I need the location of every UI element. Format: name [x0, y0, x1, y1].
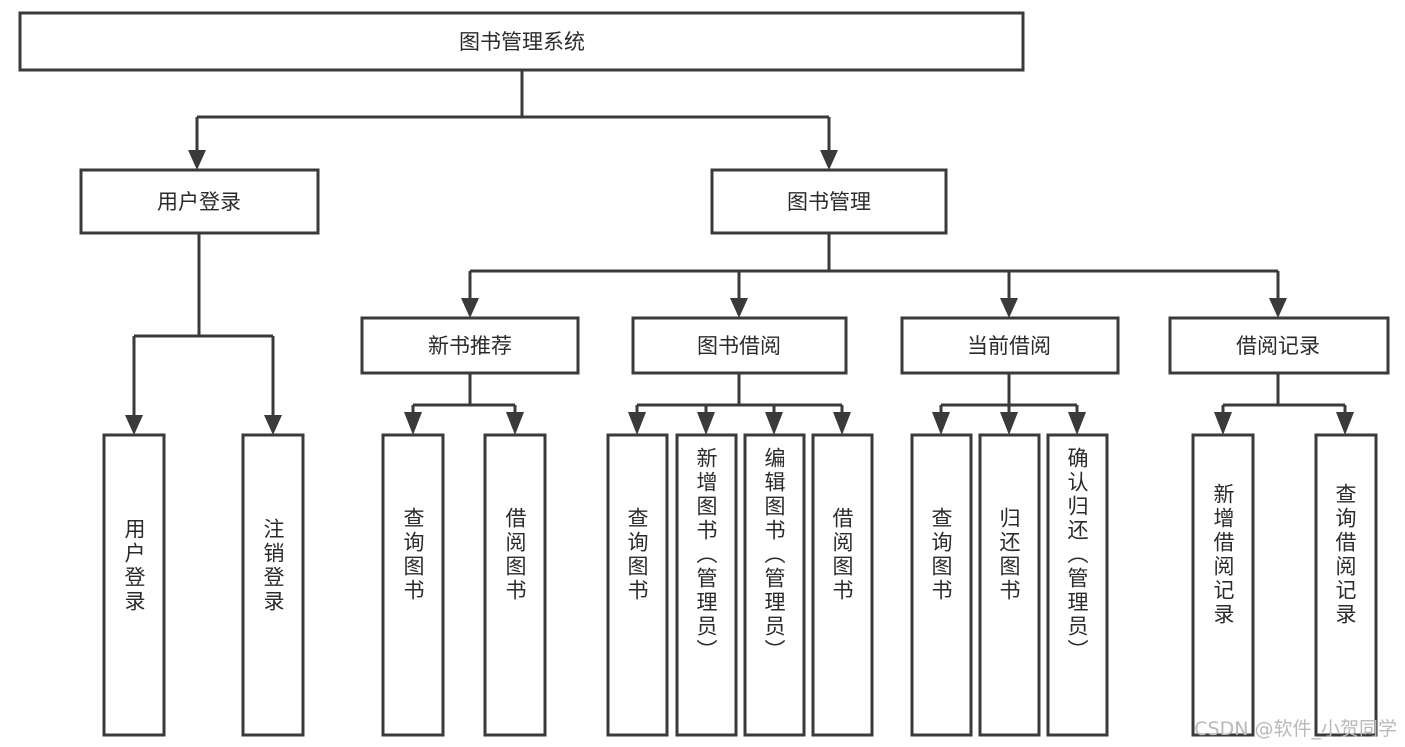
leaf-book-borrow-add-box[interactable]: [675, 433, 738, 737]
leaf-book-borrow-edit[interactable]: 编辑图书（管理员）: [743, 433, 806, 737]
node-user-login-box[interactable]: [79, 168, 320, 235]
node-root-label: 图书管理系统: [459, 30, 585, 54]
arrow-head-nb-leaf-1: [404, 412, 422, 435]
node-current-borrow-box[interactable]: [900, 316, 1120, 375]
leaf-book-borrow-borrow-box[interactable]: [811, 433, 874, 737]
node-book-manage-box[interactable]: [710, 168, 948, 235]
arrow-head-nb-leaf-2: [506, 412, 524, 435]
arrow-head-bb-leaf-3: [765, 412, 783, 435]
leaf-book-borrow-add-label: 新增图书（管理员）: [694, 447, 718, 663]
node-new-book-recommend-label: 新书推荐: [428, 334, 512, 358]
arrow-head-br-leaf-2: [1336, 412, 1354, 435]
leaf-user-login-logout-label: 注销登录: [261, 518, 285, 614]
leaf-book-borrow-borrow[interactable]: 借阅图书: [811, 433, 874, 737]
node-current-borrow-label: 当前借阅: [967, 334, 1051, 358]
arrow-head-new-book: [461, 298, 479, 318]
arrow-head-cb-leaf-1: [932, 412, 950, 435]
leaf-book-borrow-query[interactable]: 查询图书: [606, 433, 669, 737]
node-book-borrow[interactable]: 图书借阅: [631, 316, 848, 375]
leaf-current-borrow-query-label: 查询图书: [929, 507, 953, 603]
node-root[interactable]: 图书管理系统: [18, 11, 1025, 72]
leaf-book-borrow-query-box[interactable]: [606, 433, 669, 737]
node-new-book-recommend-box[interactable]: [360, 316, 580, 375]
leaf-book-borrow-add[interactable]: 新增图书（管理员）: [675, 433, 738, 737]
arrow-head-book-manage: [820, 150, 838, 170]
node-current-borrow[interactable]: 当前借阅: [900, 316, 1120, 375]
arrow-head-cb-leaf-3: [1068, 412, 1086, 435]
leaf-current-borrow-return-box[interactable]: [978, 433, 1041, 737]
leaf-current-borrow-query[interactable]: 查询图书: [910, 433, 973, 737]
node-user-login-label: 用户登录: [157, 190, 241, 214]
arrow-head-book-borrow: [730, 298, 748, 318]
arrow-head-leaf-user-login: [125, 415, 143, 435]
leaf-book-borrow-edit-box[interactable]: [743, 433, 806, 737]
connector-layer: [125, 70, 1354, 435]
node-root-box[interactable]: [18, 11, 1025, 72]
arrow-head-user-login: [188, 150, 206, 170]
leaf-new-book-query-box[interactable]: [381, 433, 445, 737]
leaf-new-book-query-label: 查询图书: [401, 507, 425, 603]
leaf-new-book-borrow-box[interactable]: [483, 433, 547, 737]
leaf-borrow-record-add-label: 新增借阅记录: [1211, 483, 1235, 627]
leaf-borrow-record-query-label: 查询借阅记录: [1333, 483, 1357, 627]
leaf-current-borrow-query-box[interactable]: [910, 433, 973, 737]
arrow-head-current-borrow: [1000, 298, 1018, 318]
leaf-current-borrow-return-label: 归还图书: [997, 507, 1021, 603]
node-book-borrow-box[interactable]: [631, 316, 848, 375]
leaf-borrow-record-query-box[interactable]: [1314, 433, 1378, 737]
node-book-manage-label: 图书管理: [787, 190, 871, 214]
leaf-book-borrow-query-label: 查询图书: [625, 507, 649, 603]
node-new-book-recommend[interactable]: 新书推荐: [360, 316, 580, 375]
leaf-current-borrow-return[interactable]: 归还图书: [978, 433, 1041, 737]
arrow-head-bb-leaf-4: [833, 412, 851, 435]
leaf-borrow-record-add-box[interactable]: [1191, 433, 1255, 737]
leaf-user-login-login[interactable]: 用户登录: [102, 433, 166, 737]
node-borrow-record-box[interactable]: [1168, 316, 1390, 375]
leaf-user-login-login-box[interactable]: [102, 433, 166, 737]
leaf-user-login-logout[interactable]: 注销登录: [241, 433, 305, 737]
leaf-new-book-borrow[interactable]: 借阅图书: [483, 433, 547, 737]
leaf-borrow-record-query[interactable]: 查询借阅记录: [1314, 433, 1378, 737]
arrow-head-cb-leaf-2: [1000, 412, 1018, 435]
arrow-head-bb-leaf-2: [697, 412, 715, 435]
arrow-head-borrow-record: [1269, 298, 1287, 318]
node-borrow-record-label: 借阅记录: [1236, 334, 1320, 358]
arrow-head-br-leaf-1: [1214, 412, 1232, 435]
arrow-head-bb-leaf-1: [628, 412, 646, 435]
leaf-current-borrow-confirm[interactable]: 确认归还（管理员）: [1046, 433, 1109, 737]
leaf-new-book-query[interactable]: 查询图书: [381, 433, 445, 737]
leaf-user-login-login-label: 用户登录: [122, 518, 146, 614]
node-user-login[interactable]: 用户登录: [79, 168, 320, 235]
leaf-borrow-record-add[interactable]: 新增借阅记录: [1191, 433, 1255, 737]
arrow-head-leaf-logout: [264, 415, 282, 435]
node-book-borrow-label: 图书借阅: [697, 334, 781, 358]
leaf-current-borrow-confirm-box[interactable]: [1046, 433, 1109, 737]
node-borrow-record[interactable]: 借阅记录: [1168, 316, 1390, 375]
leaf-current-borrow-confirm-label: 确认归还（管理员）: [1065, 447, 1089, 663]
leaf-book-borrow-borrow-label: 借阅图书: [830, 507, 854, 603]
leaf-user-login-logout-box[interactable]: [241, 433, 305, 737]
leaf-book-borrow-edit-label: 编辑图书（管理员）: [762, 447, 786, 663]
node-book-manage[interactable]: 图书管理: [710, 168, 948, 235]
leaf-new-book-borrow-label: 借阅图书: [503, 507, 527, 603]
